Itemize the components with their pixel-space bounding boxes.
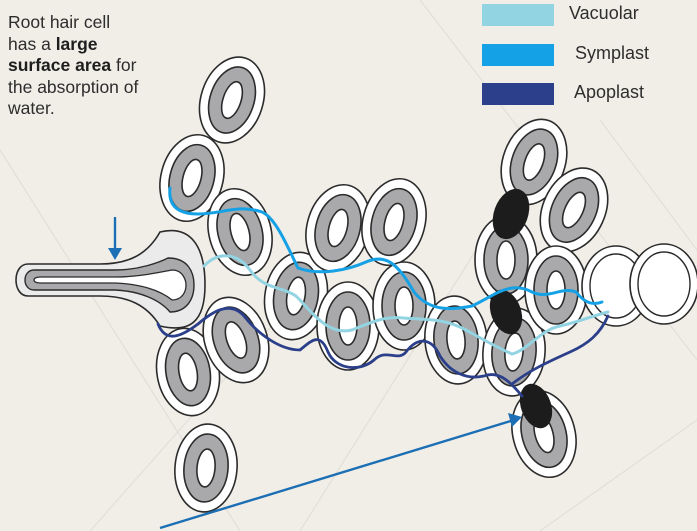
cortex-cells	[150, 49, 621, 515]
root-hair-caption: Root hair cell has a large surface area …	[8, 12, 143, 120]
cortex-cell	[171, 421, 240, 514]
arrow-head-icon	[108, 248, 122, 260]
root-hair-arrow	[108, 217, 122, 260]
root-hair-cell	[16, 231, 205, 328]
cortex-cell	[353, 171, 436, 272]
